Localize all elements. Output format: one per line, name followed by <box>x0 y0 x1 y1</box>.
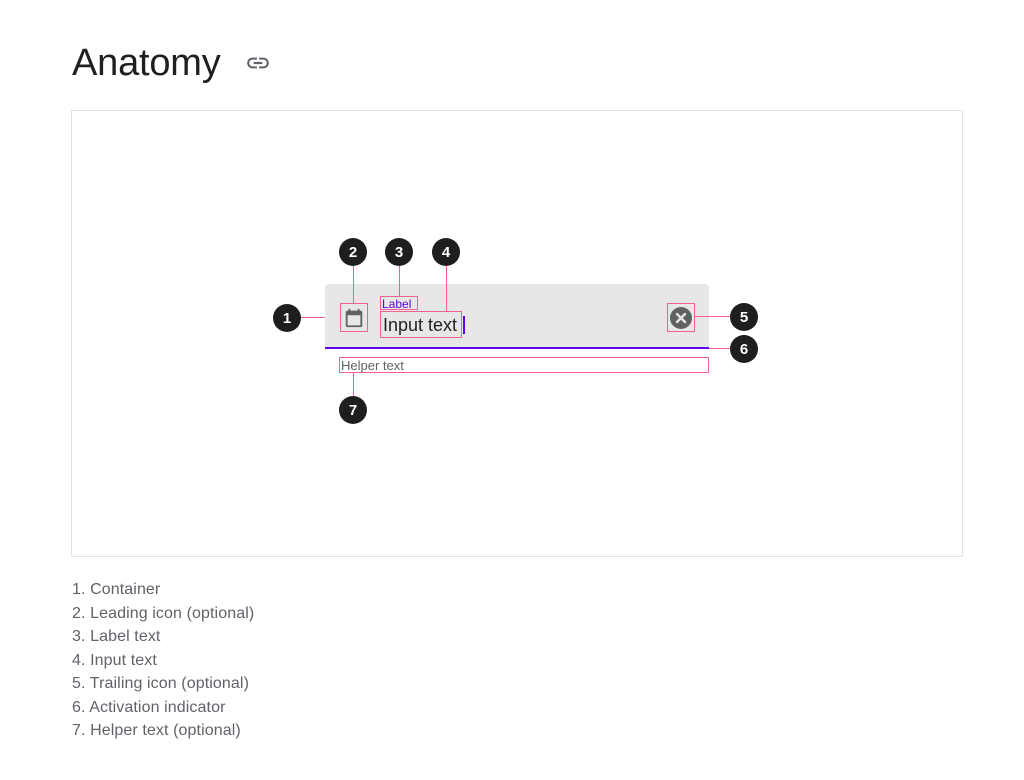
leader-line-5 <box>695 316 730 317</box>
page-title: Anatomy <box>72 42 221 84</box>
legend-item: 1. Container <box>72 581 161 598</box>
trailing-icon-highlight <box>667 303 695 332</box>
input-text: Input text <box>380 311 462 338</box>
marker-6: 6 <box>730 335 758 363</box>
legend-item: 7. Helper text (optional) <box>72 722 241 739</box>
activation-indicator <box>325 347 709 349</box>
marker-3: 3 <box>385 238 413 266</box>
link-icon[interactable] <box>245 50 271 76</box>
marker-7: 7 <box>339 396 367 424</box>
legend-item: 2. Leading icon (optional) <box>72 604 255 622</box>
marker-1: 1 <box>273 304 301 332</box>
legend-item: 6. Activation indicator <box>72 698 226 716</box>
marker-2: 2 <box>339 238 367 266</box>
marker-4: 4 <box>432 238 460 266</box>
text-cursor <box>463 316 465 334</box>
label-text: Label <box>380 296 418 311</box>
anatomy-legend: 1. Container 2. Leading icon (optional) … <box>72 578 254 743</box>
legend-item: 5. Trailing icon (optional) <box>72 675 250 692</box>
legend-item: 4. Input text <box>72 651 157 669</box>
leader-line-6 <box>709 348 730 349</box>
section-heading: Anatomy <box>72 40 271 86</box>
marker-5: 5 <box>730 303 758 331</box>
leader-line-3 <box>399 266 400 296</box>
leader-line-1 <box>300 317 325 318</box>
leader-line-4 <box>446 266 447 311</box>
leader-line-2 <box>353 266 354 303</box>
leading-icon-highlight <box>340 303 368 332</box>
legend-item: 3. Label text <box>72 628 161 645</box>
leader-line-7 <box>353 373 354 396</box>
clear-icon <box>670 306 692 329</box>
helper-text: Helper text <box>339 357 709 373</box>
anatomy-figure: Label Input text Helper text 1 2 3 4 5 6… <box>71 110 963 557</box>
calendar-icon <box>345 308 363 327</box>
